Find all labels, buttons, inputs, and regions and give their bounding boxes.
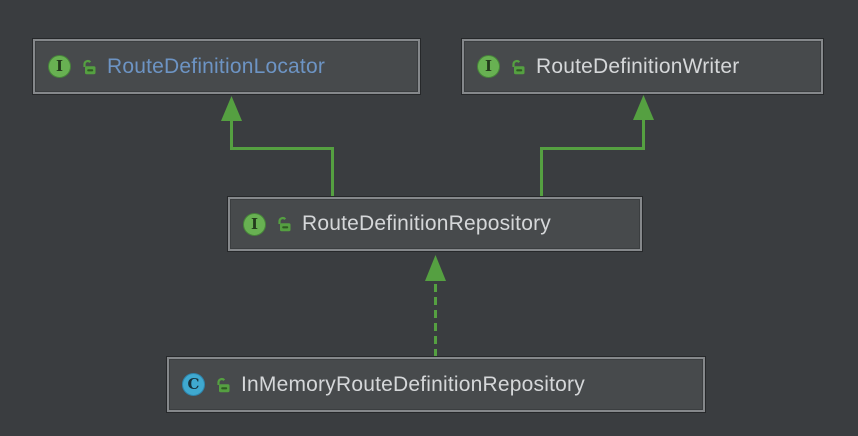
node-label: RouteDefinitionRepository [302, 212, 551, 235]
node-label: RouteDefinitionWriter [536, 54, 740, 78]
arrowhead-icon [633, 95, 654, 120]
unlocked-padlock-icon [83, 59, 96, 74]
node-label: InMemoryRouteDefinitionRepository [241, 372, 585, 396]
unlocked-padlock-icon [278, 216, 291, 232]
edge-repository-extends-writer [540, 95, 654, 197]
unlocked-padlock-icon [217, 377, 230, 392]
node-route-definition-locator[interactable]: I RouteDefinitionLocator [33, 39, 420, 94]
arrowhead-icon [221, 96, 242, 121]
edge-repository-extends-locator [221, 96, 334, 197]
interface-icon: I [243, 212, 266, 236]
unlocked-padlock-icon [512, 59, 525, 74]
node-route-definition-repository[interactable]: I RouteDefinitionRepository [228, 197, 642, 251]
interface-icon: I [477, 55, 500, 78]
interface-icon: I [48, 55, 71, 78]
edge-inmemory-implements-repository [425, 255, 446, 357]
arrowhead-icon [425, 255, 446, 281]
node-in-memory-route-definition-repository[interactable]: C InMemoryRouteDefinitionRepository [167, 357, 705, 412]
node-label: RouteDefinitionLocator [107, 54, 326, 78]
node-route-definition-writer[interactable]: I RouteDefinitionWriter [462, 39, 823, 94]
class-icon: C [182, 373, 205, 396]
